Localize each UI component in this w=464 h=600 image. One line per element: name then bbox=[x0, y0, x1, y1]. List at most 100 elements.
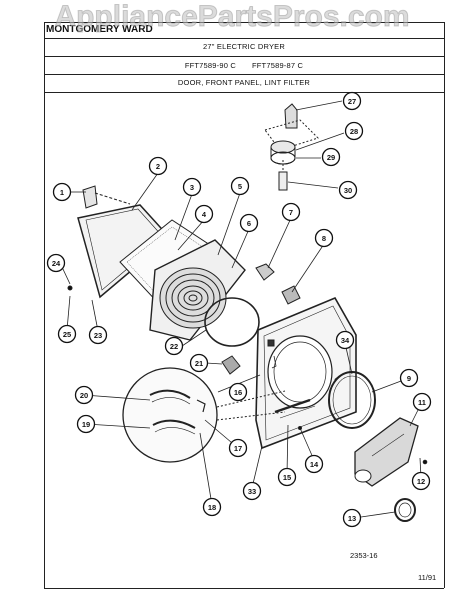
callout-circle bbox=[277, 467, 297, 487]
hinge-part bbox=[255, 263, 275, 281]
header-rule-2 bbox=[44, 56, 444, 57]
callout-25: 25 bbox=[57, 324, 77, 344]
callout-number: 17 bbox=[234, 444, 242, 453]
callout-circle bbox=[344, 121, 364, 141]
callout-18: 18 bbox=[202, 497, 222, 517]
callout-number: 20 bbox=[80, 391, 88, 400]
callout-circle bbox=[57, 324, 77, 344]
brand-label: MONTGOMERY WARD bbox=[46, 24, 153, 35]
callout-group: 1234567891112131415161718192021222324252… bbox=[46, 91, 432, 528]
catch-part bbox=[221, 355, 241, 375]
callout-19: 19 bbox=[76, 414, 96, 434]
callout-7: 7 bbox=[281, 202, 301, 222]
callout-20: 20 bbox=[74, 385, 94, 405]
detail-magnifier bbox=[122, 367, 286, 463]
callout-number: 6 bbox=[247, 219, 251, 228]
callout-3: 3 bbox=[182, 177, 202, 197]
callout-8: 8 bbox=[314, 228, 334, 248]
callout-13: 13 bbox=[342, 508, 362, 528]
callout-circle bbox=[338, 180, 358, 200]
lint-screen-grill bbox=[149, 239, 246, 341]
callout-2: 2 bbox=[148, 156, 168, 176]
callout-number: 1 bbox=[60, 188, 64, 197]
callout-number: 16 bbox=[234, 388, 242, 397]
callout-21: 21 bbox=[189, 353, 209, 373]
frame-right bbox=[444, 22, 445, 588]
callout-circle bbox=[314, 228, 334, 248]
callout-circle bbox=[335, 330, 355, 350]
callout-number: 11 bbox=[418, 398, 426, 407]
callout-circle bbox=[321, 147, 341, 167]
callout-circle bbox=[304, 454, 324, 474]
frame-bottom bbox=[44, 588, 444, 589]
callout-34: 34 bbox=[335, 330, 355, 350]
model-title: 27" ELECTRIC DRYER bbox=[203, 42, 285, 51]
header-top-rule bbox=[44, 22, 444, 23]
strike-part bbox=[281, 285, 301, 305]
callout-number: 28 bbox=[350, 127, 358, 136]
callout-number: 18 bbox=[208, 503, 216, 512]
callout-number: 15 bbox=[283, 473, 291, 482]
callout-circle bbox=[342, 91, 362, 111]
callout-4: 4 bbox=[194, 204, 214, 224]
callout-23: 23 bbox=[88, 325, 108, 345]
callout-12: 12 bbox=[411, 471, 431, 491]
door-handle-part bbox=[82, 185, 131, 209]
revision-date: 11/91 bbox=[418, 573, 437, 582]
callout-30: 30 bbox=[338, 180, 358, 200]
callout-number: 34 bbox=[341, 336, 350, 345]
callout-number: 7 bbox=[289, 208, 293, 217]
callout-number: 30 bbox=[344, 186, 352, 195]
blower-housing bbox=[354, 417, 419, 487]
header-rule-4 bbox=[44, 92, 444, 93]
callout-28: 28 bbox=[344, 121, 364, 141]
callout-number: 2 bbox=[156, 162, 160, 171]
callout-number: 33 bbox=[248, 487, 256, 496]
frame-left bbox=[44, 22, 45, 588]
callout-5: 5 bbox=[230, 176, 250, 196]
callout-number: 27 bbox=[348, 97, 356, 106]
door-seal-ring bbox=[204, 297, 260, 347]
callout-circle bbox=[76, 414, 96, 434]
callout-29: 29 bbox=[321, 147, 341, 167]
diagram-code: 2353-16 bbox=[350, 551, 378, 560]
callout-circle bbox=[202, 497, 222, 517]
callout-number: 21 bbox=[195, 359, 203, 368]
callout-number: 13 bbox=[348, 514, 356, 523]
callout-circle bbox=[399, 368, 419, 388]
callout-circle bbox=[164, 336, 184, 356]
callout-circle bbox=[239, 213, 259, 233]
callout-circle bbox=[194, 204, 214, 224]
model-numbers: FFT7589-90 C FFT7589-87 C bbox=[184, 61, 304, 70]
blower-ring bbox=[394, 498, 416, 522]
callout-number: 14 bbox=[310, 460, 319, 469]
callout-number: 9 bbox=[407, 374, 411, 383]
callout-circle bbox=[46, 253, 66, 273]
callout-14: 14 bbox=[304, 454, 324, 474]
callout-number: 25 bbox=[63, 330, 71, 339]
callout-number: 4 bbox=[202, 210, 207, 219]
lint-sensor-assembly bbox=[264, 103, 319, 191]
callout-15: 15 bbox=[277, 467, 297, 487]
callout-number: 29 bbox=[327, 153, 335, 162]
callout-circle bbox=[182, 177, 202, 197]
callout-circle bbox=[281, 202, 301, 222]
callout-circle bbox=[342, 508, 362, 528]
callout-24: 24 bbox=[46, 253, 66, 273]
callout-number: 24 bbox=[52, 259, 61, 268]
callout-number: 8 bbox=[322, 234, 326, 243]
callout-number: 19 bbox=[82, 420, 90, 429]
callout-6: 6 bbox=[239, 213, 259, 233]
callout-circle bbox=[148, 156, 168, 176]
callout-circle bbox=[228, 438, 248, 458]
callout-circle bbox=[412, 392, 432, 412]
callout-22: 22 bbox=[164, 336, 184, 356]
callout-number: 23 bbox=[94, 331, 102, 340]
callout-circle bbox=[230, 176, 250, 196]
callout-circle bbox=[52, 182, 72, 202]
callout-33: 33 bbox=[242, 481, 262, 501]
callout-circle bbox=[242, 481, 262, 501]
callout-circle bbox=[88, 325, 108, 345]
callout-27: 27 bbox=[342, 91, 362, 111]
